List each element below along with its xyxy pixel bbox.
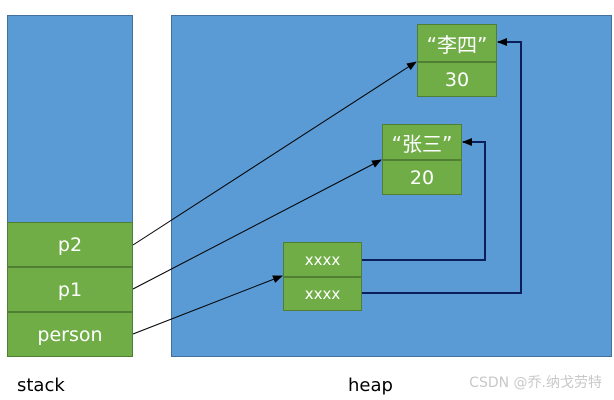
heap-object-zhangsan-name: “张三”	[382, 124, 462, 160]
stack-cell-p2: p2	[7, 222, 133, 267]
watermark: CSDN @乔.纳戈劳特	[469, 375, 602, 391]
stack-cell-p1: p1	[7, 267, 133, 312]
stack-cell-person: person	[7, 312, 133, 357]
heap-ref-row-1: xxxx	[283, 242, 362, 277]
heap-ref-row-2: xxxx	[283, 277, 362, 311]
heap-object-zhangsan-age: 20	[382, 160, 462, 195]
heap-label: heap	[348, 375, 393, 396]
heap-object-lisi-age: 30	[417, 62, 497, 97]
heap-object-lisi-name: “李四”	[417, 24, 497, 62]
stack-label: stack	[17, 375, 65, 396]
